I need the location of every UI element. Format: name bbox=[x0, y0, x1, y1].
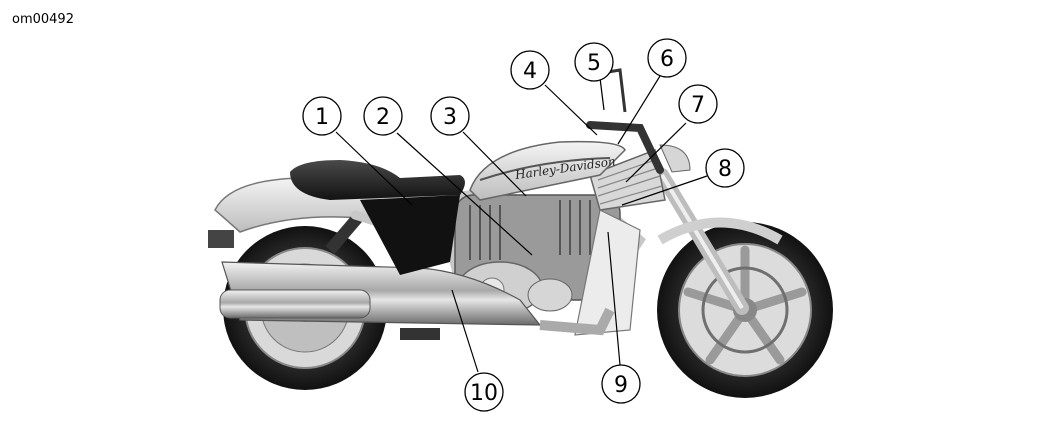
footpeg bbox=[400, 328, 440, 340]
callout-number: 6 bbox=[660, 47, 674, 72]
callout-number: 1 bbox=[315, 105, 329, 130]
callout-number: 7 bbox=[691, 93, 705, 118]
callout-6: 6 bbox=[647, 38, 687, 78]
radiator-shroud bbox=[574, 148, 666, 336]
callout-number: 5 bbox=[587, 51, 601, 76]
callout-3: 3 bbox=[430, 96, 470, 136]
seat bbox=[290, 160, 465, 275]
callout-2: 2 bbox=[363, 96, 403, 136]
figure-id: om00492 bbox=[12, 12, 74, 27]
exhaust bbox=[219, 261, 615, 336]
callout-1: 1 bbox=[302, 96, 342, 136]
callout-number: 8 bbox=[718, 157, 732, 182]
callout-8: 8 bbox=[705, 148, 745, 188]
callout-4: 4 bbox=[510, 50, 550, 90]
callout-number: 4 bbox=[523, 59, 537, 84]
callout-9: 9 bbox=[601, 364, 641, 404]
leader-lines bbox=[335, 75, 708, 373]
callout-number: 3 bbox=[443, 105, 457, 130]
front-fork bbox=[655, 168, 783, 315]
callout-7: 7 bbox=[678, 84, 718, 124]
callout-number: 10 bbox=[470, 381, 498, 406]
callout-number: 9 bbox=[614, 373, 628, 398]
handlebar bbox=[586, 68, 691, 174]
callout-5: 5 bbox=[574, 42, 614, 82]
callout-10: 10 bbox=[464, 372, 504, 412]
callout-number: 2 bbox=[376, 105, 390, 130]
